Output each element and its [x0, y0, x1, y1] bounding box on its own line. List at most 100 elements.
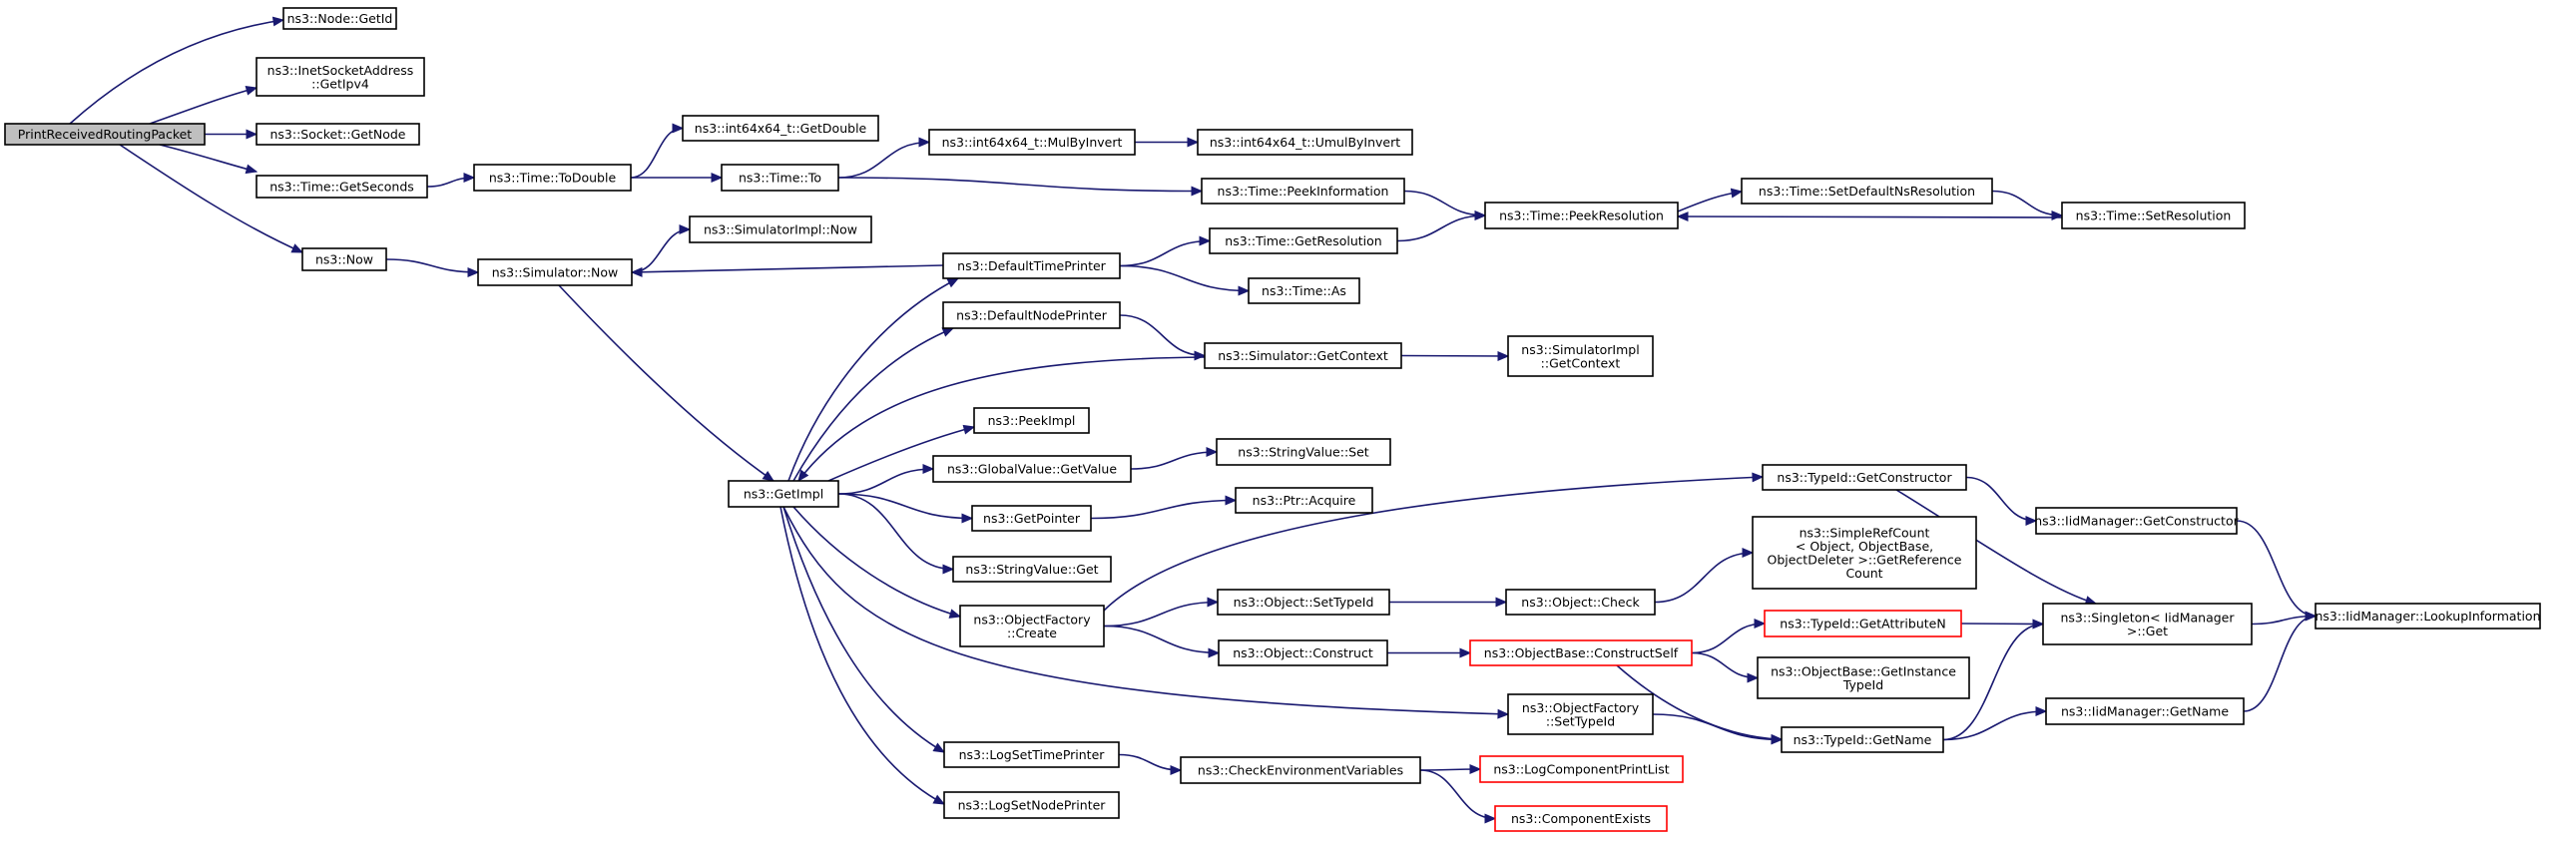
- node-box[interactable]: [2042, 603, 2253, 645]
- node-box[interactable]: [256, 175, 428, 199]
- node-box[interactable]: [256, 57, 425, 97]
- graph-node-int64-getdouble[interactable]: ns3::int64x64_t::GetDouble: [682, 115, 879, 142]
- graph-node-simplerefcount[interactable]: ns3::SimpleRefCount< Object, ObjectBase,…: [1752, 516, 1977, 590]
- graph-node-time-setdefaultnsresolution[interactable]: ns3::Time::SetDefaultNsResolution: [1741, 178, 1993, 205]
- graph-node-iidmanager-lookupinformation[interactable]: ns3::IidManager::LookupInformation: [2315, 603, 2541, 630]
- node-box[interactable]: [2045, 697, 2245, 725]
- node-box[interactable]: [943, 791, 1120, 819]
- graph-node-logcomponentprintlist[interactable]: ns3::LogComponentPrintList: [1479, 755, 1684, 783]
- graph-node-root[interactable]: PrintReceivedRoutingPacket: [4, 123, 206, 146]
- graph-node-int64-mulbyinvert[interactable]: ns3::int64x64_t::MulByInvert: [928, 129, 1136, 156]
- graph-node-object-construct[interactable]: ns3::Object::Construct: [1218, 639, 1388, 666]
- node-box[interactable]: [1469, 639, 1693, 666]
- node-box[interactable]: [1218, 639, 1388, 666]
- graph-node-time-getresolution[interactable]: ns3::Time::GetResolution: [1209, 227, 1398, 254]
- node-box[interactable]: [943, 741, 1120, 768]
- graph-node-object-check[interactable]: ns3::Object::Check: [1505, 589, 1656, 616]
- node-box[interactable]: [1507, 335, 1654, 377]
- graph-node-time-peekresolution[interactable]: ns3::Time::PeekResolution: [1484, 202, 1679, 229]
- node-box[interactable]: [1741, 178, 1993, 205]
- node-box[interactable]: [1235, 487, 1373, 514]
- graph-node-logsetnodeprinter[interactable]: ns3::LogSetNodePrinter: [943, 791, 1120, 819]
- node-box[interactable]: [2315, 603, 2541, 630]
- node-box[interactable]: [1762, 464, 1967, 491]
- graph-node-node-getid[interactable]: ns3::Node::GetId: [282, 7, 397, 30]
- graph-node-time-peekinformation[interactable]: ns3::Time::PeekInformation: [1201, 178, 1405, 205]
- graph-node-componentexists[interactable]: ns3::ComponentExists: [1494, 805, 1668, 832]
- graph-node-getimpl[interactable]: ns3::GetImpl: [728, 480, 839, 508]
- node-box[interactable]: [1484, 202, 1679, 229]
- node-box[interactable]: [1216, 438, 1391, 466]
- graph-node-socket-getnode[interactable]: ns3::Socket::GetNode: [256, 123, 420, 146]
- graph-node-typeid-getconstructor[interactable]: ns3::TypeId::GetConstructor: [1762, 464, 1967, 491]
- graph-node-objectfactory-create[interactable]: ns3::ObjectFactory::Create: [959, 605, 1105, 647]
- node-box[interactable]: [721, 164, 839, 192]
- graph-node-logsettimeprinter[interactable]: ns3::LogSetTimePrinter: [943, 741, 1120, 768]
- node-box[interactable]: [477, 258, 633, 286]
- node-box[interactable]: [1204, 342, 1402, 369]
- graph-node-simulator-getcontext[interactable]: ns3::Simulator::GetContext: [1204, 342, 1402, 369]
- graph-node-globalvalue-getvalue[interactable]: ns3::GlobalValue::GetValue: [932, 455, 1132, 483]
- node-box[interactable]: [689, 215, 872, 243]
- node-box[interactable]: [952, 556, 1112, 583]
- node-box[interactable]: [973, 407, 1090, 434]
- node-box[interactable]: [682, 115, 879, 142]
- node-box[interactable]: [2061, 202, 2246, 229]
- node-box[interactable]: [728, 480, 839, 508]
- node-box[interactable]: [942, 252, 1121, 279]
- graph-node-iidmanager-getname[interactable]: ns3::IidManager::GetName: [2045, 697, 2245, 725]
- node-box[interactable]: [1781, 726, 1944, 753]
- node-box[interactable]: [1757, 656, 1970, 699]
- node-box[interactable]: [1248, 277, 1360, 304]
- node-box[interactable]: [971, 505, 1092, 532]
- graph-node-time-as[interactable]: ns3::Time::As: [1248, 277, 1360, 304]
- node-box[interactable]: [1507, 693, 1654, 735]
- node-box[interactable]: [959, 605, 1105, 647]
- graph-node-simimpl-getcontext[interactable]: ns3::SimulatorImpl::GetContext: [1507, 335, 1654, 377]
- graph-node-simimpl-now[interactable]: ns3::SimulatorImpl::Now: [689, 215, 872, 243]
- graph-node-time-setresolution[interactable]: ns3::Time::SetResolution: [2061, 202, 2246, 229]
- node-box[interactable]: [1209, 227, 1398, 254]
- graph-node-simulator-now[interactable]: ns3::Simulator::Now: [477, 258, 633, 286]
- node-box[interactable]: [942, 301, 1121, 329]
- graph-node-singleton-get[interactable]: ns3::Singleton< IidManager >::Get: [2042, 603, 2253, 645]
- graph-node-stringvalue-get[interactable]: ns3::StringValue::Get: [952, 556, 1112, 583]
- node-box[interactable]: [1505, 589, 1656, 616]
- graph-node-time-getseconds[interactable]: ns3::Time::GetSeconds: [256, 175, 428, 199]
- node-box[interactable]: [932, 455, 1132, 483]
- graph-node-typeid-getattributen[interactable]: ns3::TypeId::GetAttributeN: [1764, 610, 1962, 637]
- node-box[interactable]: [1494, 805, 1668, 832]
- node-box[interactable]: [2035, 507, 2238, 535]
- node-box[interactable]: [256, 123, 420, 146]
- graph-node-now[interactable]: ns3::Now: [301, 247, 387, 271]
- graph-node-defaultnodeprinter[interactable]: ns3::DefaultNodePrinter: [942, 301, 1121, 329]
- graph-node-time-to[interactable]: ns3::Time::To: [721, 164, 839, 192]
- graph-node-object-settypeid[interactable]: ns3::Object::SetTypeId: [1217, 589, 1390, 616]
- graph-node-ptr-acquire[interactable]: ns3::Ptr::Acquire: [1235, 487, 1373, 514]
- node-box[interactable]: [1479, 755, 1684, 783]
- node-box[interactable]: [1201, 178, 1405, 205]
- graph-node-peekimpl[interactable]: ns3::PeekImpl: [973, 407, 1090, 434]
- node-box[interactable]: [1197, 129, 1413, 156]
- graph-node-objectfactory-settypeid[interactable]: ns3::ObjectFactory::SetTypeId: [1507, 693, 1654, 735]
- node-box[interactable]: [1180, 756, 1421, 784]
- graph-node-checkenvironmentvariables[interactable]: ns3::CheckEnvironmentVariables: [1180, 756, 1421, 784]
- node-box[interactable]: [473, 164, 632, 192]
- node-box[interactable]: [928, 129, 1136, 156]
- node-box[interactable]: [1752, 516, 1977, 590]
- graph-node-typeid-getname[interactable]: ns3::TypeId::GetName: [1781, 726, 1944, 753]
- node-box[interactable]: [282, 7, 397, 30]
- node-box[interactable]: [4, 123, 206, 146]
- graph-node-iidmanager-getconstructor[interactable]: ns3::IidManager::GetConstructor: [2034, 507, 2240, 535]
- graph-node-stringvalue-set[interactable]: ns3::StringValue::Set: [1216, 438, 1391, 466]
- graph-node-int64-umulbyinvert[interactable]: ns3::int64x64_t::UmulByInvert: [1197, 129, 1413, 156]
- node-box[interactable]: [301, 247, 387, 271]
- graph-node-getpointer[interactable]: ns3::GetPointer: [971, 505, 1092, 532]
- node-box[interactable]: [1764, 610, 1962, 637]
- graph-node-objectbase-constructself[interactable]: ns3::ObjectBase::ConstructSelf: [1469, 639, 1693, 666]
- graph-node-defaulttimeprinter[interactable]: ns3::DefaultTimePrinter: [942, 252, 1121, 279]
- graph-node-inet-getipv4[interactable]: ns3::InetSocketAddress::GetIpv4: [256, 57, 425, 97]
- node-box[interactable]: [1217, 589, 1390, 616]
- graph-node-time-todouble[interactable]: ns3::Time::ToDouble: [473, 164, 632, 192]
